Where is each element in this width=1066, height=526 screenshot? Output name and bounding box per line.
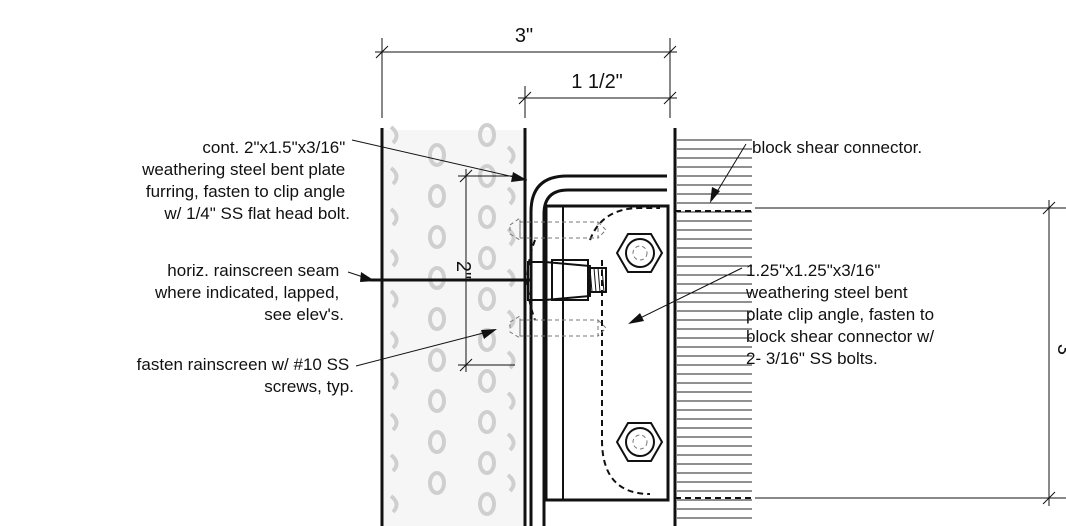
leader-furring [351, 139, 528, 182]
texture-arc [389, 330, 399, 350]
leader-seam [347, 271, 375, 282]
leader-screws [355, 329, 497, 367]
rainscreen-screw-lower [509, 315, 607, 339]
label-furring-line-3: furring, fasten to clip angle [146, 182, 345, 201]
label-screws-line-2: screws, typ. [264, 377, 354, 396]
rainscreen-texture [389, 123, 516, 516]
label-clip-line-5: 2- 3/16" SS bolts. [746, 349, 878, 368]
bolt-threads [589, 267, 605, 293]
texture-ring [478, 205, 496, 229]
texture-arc [506, 350, 516, 370]
thread-line [601, 267, 605, 293]
leader-block [710, 143, 747, 203]
texture-arc [389, 412, 399, 432]
texture-ring [478, 451, 496, 475]
label-clip-line-4: block shear connector w/ [746, 327, 934, 346]
label-screws: fasten rainscreen w/ #10 SS screws, typ. [137, 355, 354, 396]
clip-bolt-upper [615, 233, 664, 273]
texture-arc [389, 166, 399, 186]
block-hatch-lines [677, 139, 752, 519]
texture-ring [428, 471, 446, 495]
dimension-overall: 3" [375, 25, 677, 118]
texture-arc [506, 391, 516, 411]
clip-angle [544, 204, 670, 502]
texture-ring [478, 369, 496, 393]
texture-arc [506, 309, 516, 329]
label-seam-line-2: where indicated, lapped, [154, 283, 339, 302]
label-furring: cont. 2"x1.5"x3/16" weathering steel ben… [141, 138, 350, 223]
flat-head-bolt [526, 239, 607, 321]
thread-line [589, 267, 593, 293]
clip-bolt-lower [615, 422, 664, 462]
label-furring-line-2: weathering steel bent plate [141, 160, 345, 179]
texture-arc [506, 268, 516, 288]
texture-ring [478, 123, 496, 147]
label-clip-line-2: weathering steel bent [745, 283, 908, 302]
thread-line [593, 267, 597, 293]
dimension-vertical-small: 2" [452, 169, 515, 372]
texture-ring [428, 430, 446, 454]
texture-ring [428, 389, 446, 413]
dimension-overall-label: 3" [515, 25, 533, 47]
texture-arc [389, 371, 399, 391]
dimension-half: 1 1/2" [518, 71, 677, 118]
texture-arc [506, 432, 516, 452]
label-seam-line-1: horiz. rainscreen seam [167, 261, 339, 280]
texture-arc [389, 494, 399, 514]
texture-arc [389, 248, 399, 268]
leader-clip [628, 267, 743, 324]
texture-arc [389, 207, 399, 227]
furring-bent-plate [529, 174, 667, 526]
dimension-half-label: 1 1/2" [571, 71, 623, 93]
label-furring-line-1: cont. 2"x1.5"x3/16" [202, 138, 345, 157]
texture-arc [506, 227, 516, 247]
texture-ring [428, 266, 446, 290]
label-screws-line-1: fasten rainscreen w/ #10 SS [137, 355, 350, 374]
texture-ring [478, 246, 496, 270]
dimension-vertical-right: 3" [755, 200, 1066, 506]
texture-ring [478, 287, 496, 311]
texture-ring [478, 410, 496, 434]
texture-arc [389, 125, 399, 145]
label-clip-line-1: 1.25"x1.25"x3/16" [746, 261, 880, 280]
texture-ring [428, 307, 446, 331]
thread-line [597, 267, 601, 293]
texture-arc [506, 145, 516, 165]
texture-arc [389, 289, 399, 309]
texture-arc [506, 186, 516, 206]
dimension-vertical-small-label: 2" [452, 261, 474, 279]
texture-arc [389, 453, 399, 473]
label-block-line-1: block shear connector. [752, 138, 922, 157]
dimension-vertical-right-label: 3" [1053, 344, 1066, 362]
label-seam-line-3: see elev's. [264, 305, 344, 324]
label-clip: 1.25"x1.25"x3/16" weathering steel bent … [745, 261, 939, 368]
texture-ring [428, 225, 446, 249]
texture-arc [506, 473, 516, 493]
label-furring-line-4: w/ 1/4" SS flat head bolt. [163, 204, 350, 223]
label-clip-line-3: plate clip angle, fasten to [746, 305, 934, 324]
texture-ring [428, 184, 446, 208]
texture-ring [428, 143, 446, 167]
texture-ring [428, 348, 446, 372]
label-block: block shear connector. [752, 138, 922, 157]
rainscreen-screw-upper [509, 217, 607, 241]
label-seam: horiz. rainscreen seam where indicated, … [154, 261, 344, 324]
rainscreen-panel [380, 123, 527, 526]
block-shear-connector [673, 128, 752, 526]
texture-ring [478, 492, 496, 516]
